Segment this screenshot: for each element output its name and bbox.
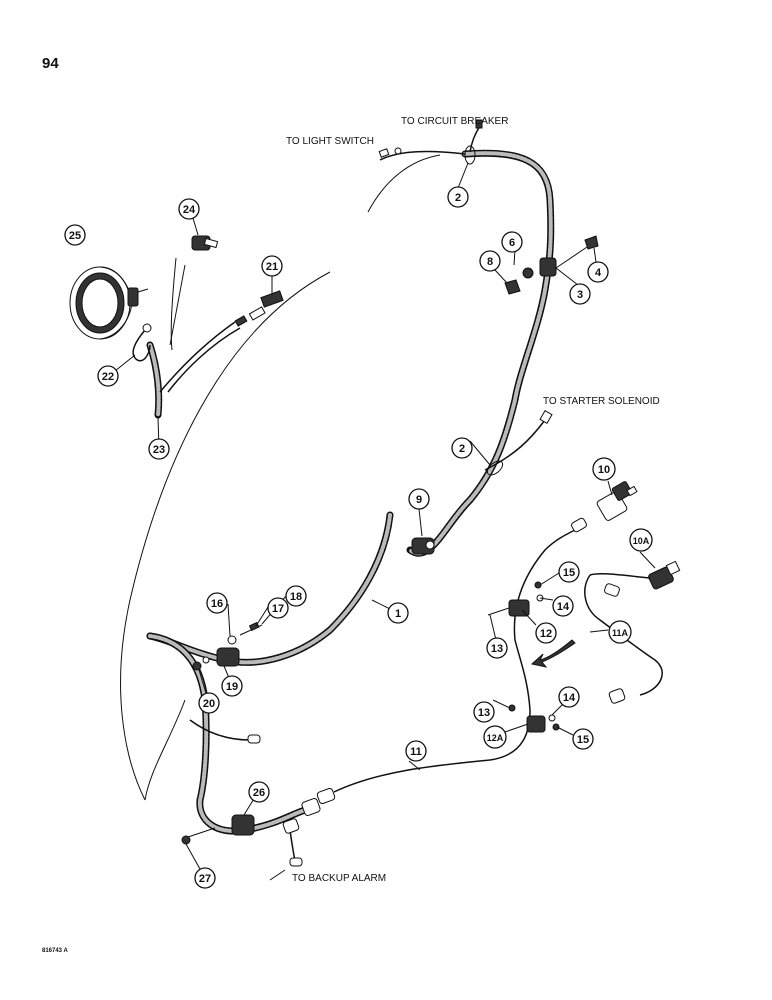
svg-text:12A: 12A	[487, 733, 504, 743]
callout-11: 11	[405, 740, 427, 762]
callout-12a: 12A	[483, 725, 507, 749]
svg-text:11: 11	[410, 746, 422, 758]
svg-text:1: 1	[395, 608, 401, 620]
svg-text:22: 22	[102, 371, 114, 383]
svg-text:13: 13	[491, 643, 503, 655]
callout-10a: 10A	[629, 528, 653, 552]
callout-15-lower: 15	[572, 728, 594, 750]
svg-text:17: 17	[272, 603, 284, 615]
callout-19: 19	[221, 675, 243, 697]
svg-text:15: 15	[563, 567, 575, 579]
svg-text:16: 16	[211, 598, 223, 610]
to-light-switch-label: TO LIGHT SWITCH	[286, 136, 374, 147]
starter-solenoid-wire	[484, 409, 553, 471]
svg-text:18: 18	[290, 591, 302, 603]
switch-10a	[584, 560, 681, 704]
leader-lines	[109, 162, 656, 879]
svg-text:14: 14	[557, 601, 570, 613]
svg-text:10: 10	[598, 464, 610, 476]
svg-text:24: 24	[183, 204, 196, 216]
work-light-25	[69, 266, 149, 340]
callout-14-upper: 14	[552, 595, 574, 617]
svg-text:6: 6	[509, 237, 515, 249]
svg-text:14: 14	[563, 692, 576, 704]
callout-2-top: 2	[447, 186, 469, 208]
clamp-26	[181, 814, 255, 845]
clamp-12a	[508, 704, 560, 733]
callout-6: 6	[501, 231, 523, 253]
svg-text:9: 9	[416, 494, 422, 506]
svg-text:13: 13	[478, 707, 490, 719]
callout-25: 25	[64, 224, 86, 246]
svg-text:8: 8	[487, 256, 493, 268]
callout-18: 18	[285, 585, 307, 607]
callout-15-upper: 15	[558, 561, 580, 583]
svg-text:15: 15	[577, 734, 589, 746]
callout-3: 3	[569, 283, 591, 305]
clamp-12	[487, 581, 544, 617]
callout-11a: 11A	[608, 620, 632, 644]
svg-text:25: 25	[69, 230, 81, 242]
to-starter-solenoid-label: TO STARTER SOLENOID	[543, 396, 660, 407]
callout-24: 24	[178, 198, 200, 220]
svg-text:2: 2	[455, 192, 461, 204]
clamp-3	[504, 235, 599, 295]
to-circuit-breaker-label: TO CIRCUIT BREAKER	[401, 116, 508, 127]
svg-text:10A: 10A	[633, 536, 650, 546]
callout-20: 20	[198, 692, 220, 714]
figure-id: 816743 A	[42, 948, 68, 954]
callout-27: 27	[194, 867, 216, 889]
callout-21: 21	[261, 255, 283, 277]
callout-14-lower: 14	[558, 686, 580, 708]
svg-text:27: 27	[199, 873, 211, 885]
svg-text:4: 4	[595, 267, 602, 279]
callout-26: 26	[248, 781, 270, 803]
svg-text:12: 12	[540, 628, 552, 640]
svg-text:19: 19	[226, 681, 238, 693]
tie-strap	[464, 145, 504, 476]
callout-9: 9	[408, 488, 430, 510]
page-number: 94	[42, 55, 59, 72]
callout-17: 17	[267, 597, 289, 619]
callout-23: 23	[148, 438, 170, 460]
frame-outline	[120, 154, 441, 801]
svg-text:20: 20	[203, 698, 215, 710]
svg-text:23: 23	[153, 444, 165, 456]
harness-11	[301, 517, 587, 816]
callout-13-upper: 13	[486, 637, 508, 659]
callout-1: 1	[387, 602, 409, 624]
callout-8: 8	[479, 250, 501, 272]
clamp-9	[411, 537, 435, 555]
svg-text:21: 21	[266, 261, 278, 273]
direction-arrow	[530, 639, 576, 668]
callout-13-lower: 13	[473, 701, 495, 723]
callout-10: 10	[592, 457, 616, 481]
light-switch-wires	[378, 119, 483, 161]
clip-24	[191, 235, 219, 251]
svg-text:11A: 11A	[612, 628, 629, 638]
svg-text:2: 2	[459, 443, 465, 455]
backup-alarm-connector	[269, 818, 303, 881]
svg-text:3: 3	[577, 289, 583, 301]
callout-22: 22	[97, 365, 119, 387]
to-backup-alarm-label: TO BACKUP ALARM	[292, 873, 386, 884]
callout-12: 12	[535, 622, 557, 644]
terminal-wire	[189, 719, 261, 744]
ground-wire-22	[132, 323, 152, 362]
switch-10	[596, 481, 638, 521]
callout-4: 4	[587, 261, 609, 283]
callout-2-lower: 2	[451, 437, 473, 459]
svg-text:26: 26	[253, 787, 265, 799]
callout-16: 16	[206, 592, 228, 614]
light-harness	[146, 290, 284, 419]
